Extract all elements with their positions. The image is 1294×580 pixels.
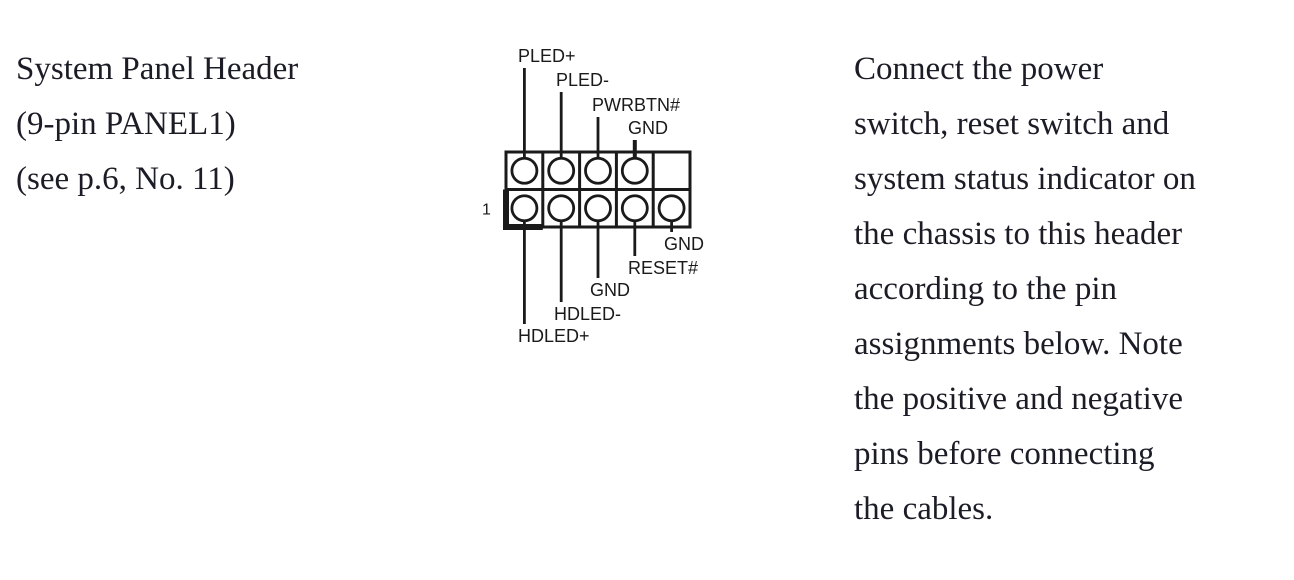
pin1-marker [503, 189, 543, 230]
description-line: the cables. [854, 491, 994, 527]
description-line: the chassis to this header [854, 216, 1183, 252]
description-line: assignments below. Note [854, 326, 1183, 362]
pin-labels: 1PLED+PLED-PWRBTN#GNDHDLED+HDLED-GNDRESE… [482, 46, 704, 346]
pin-2 [510, 156, 539, 185]
header-page-reference: (see p.6, No. 11) [16, 161, 235, 197]
pin-3 [547, 194, 576, 223]
pin-8 [620, 156, 649, 185]
pin-label: PWRBTN# [592, 95, 680, 115]
pin-label: RESET# [628, 258, 698, 278]
pin-label: PLED+ [518, 48, 576, 66]
pin-label: PLED- [556, 70, 609, 90]
description-paragraph: Connect the power switch, reset switch a… [854, 42, 1274, 537]
pin-5 [584, 194, 612, 223]
pin-label: GND [628, 118, 668, 138]
pin-grid [503, 150, 692, 230]
header-name: System Panel Header [16, 51, 299, 87]
pin-label: HDLED+ [518, 326, 590, 346]
description-line: the positive and negative [854, 381, 1183, 417]
pin-leads [523, 68, 674, 324]
pin-label: GND [590, 280, 630, 300]
pin-9 [657, 194, 686, 223]
pin-label: GND [664, 234, 704, 254]
description-line: pins before connecting [854, 436, 1155, 472]
header-pin-count: (9-pin PANEL1) [16, 106, 236, 142]
pin-7 [620, 194, 649, 223]
description-line: Connect the power [854, 51, 1104, 87]
description-line: system status indicator on [854, 161, 1196, 197]
description-line: switch, reset switch and [854, 106, 1170, 142]
pin-label: HDLED- [554, 304, 621, 324]
pin-4 [547, 156, 576, 185]
pin-1 [510, 194, 539, 223]
pin-6 [584, 156, 612, 185]
header-title-block: System Panel Header (9-pin PANEL1) (see … [16, 42, 396, 207]
pin1-label: 1 [482, 201, 491, 218]
description-line: according to the pin [854, 271, 1118, 307]
